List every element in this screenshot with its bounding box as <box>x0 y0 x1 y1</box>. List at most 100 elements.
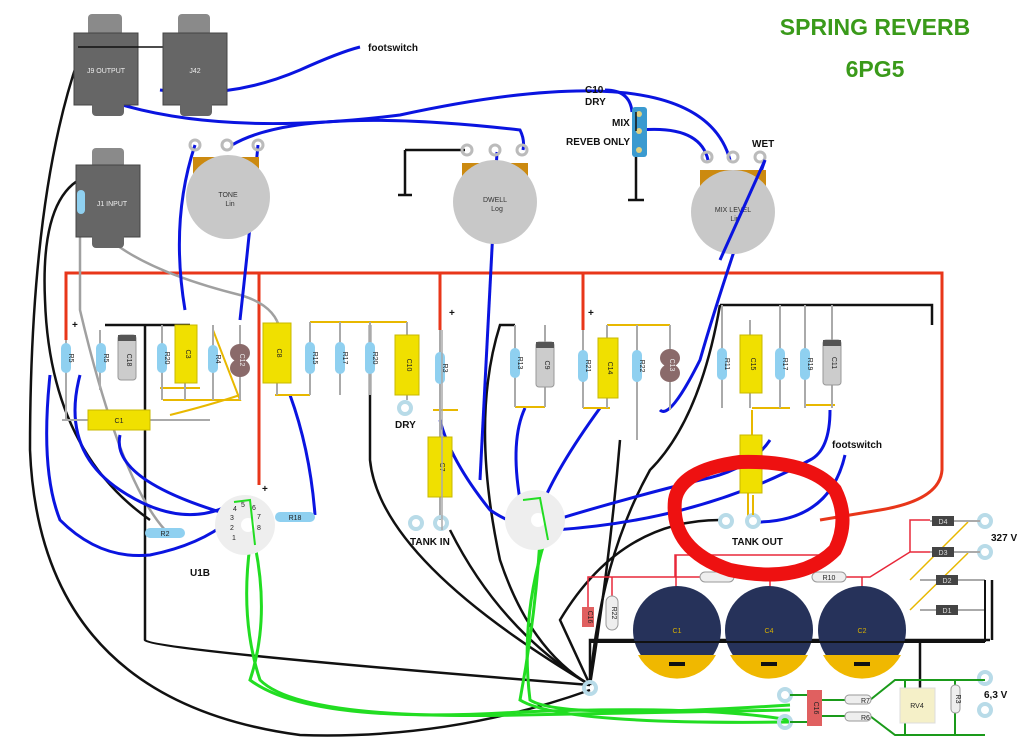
capacitor: C13 <box>660 349 680 382</box>
resistor: R19 <box>800 348 813 380</box>
svg-text:C2: C2 <box>858 628 867 635</box>
svg-text:C16: C16 <box>586 611 593 624</box>
capacitor: C7 <box>427 436 453 498</box>
capacitor: C1 <box>87 409 151 431</box>
capacitor: C8 <box>262 322 292 384</box>
capacitor: C18 <box>117 334 137 381</box>
tube-socket-u1b[interactable]: 1 2 3 4 5 6 7 8 <box>215 495 275 555</box>
switch-mix-label: MIX <box>612 118 630 129</box>
capacitor: C3 <box>174 324 198 384</box>
footswitch-label-top: footswitch <box>368 43 418 54</box>
svg-text:R19: R19 <box>806 358 813 371</box>
dry-label: DRY <box>395 420 416 431</box>
svg-text:R6: R6 <box>861 715 870 722</box>
resistor: R4 <box>208 345 221 373</box>
jack-j42[interactable]: J42 <box>162 14 228 116</box>
svg-text:R3: R3 <box>441 364 448 373</box>
pot-dwell[interactable]: DWELL Log <box>453 143 537 244</box>
svg-text:R13: R13 <box>516 357 523 370</box>
voltage-6v3-label: 6,3 V <box>984 690 1008 701</box>
diodes: D4 D3 D2 D1 <box>909 516 986 642</box>
title-line-1: SPRING REVERB <box>779 14 971 40</box>
resistors-blue: R5 R5 R20 R4 R15 R17 R20 R3 R13 R21 R22 … <box>61 342 813 538</box>
pot-dwell-label: DWELL <box>483 197 507 204</box>
svg-text:C1: C1 <box>115 418 124 425</box>
resistor-r22 <box>605 595 619 631</box>
svg-text:8: 8 <box>257 525 261 532</box>
resistor: R18 <box>275 512 315 522</box>
capacitors-film: C3 C8 C10 C7 C14 C15 C1 <box>87 322 763 498</box>
svg-text:D2: D2 <box>943 578 952 585</box>
svg-text:R17: R17 <box>341 352 348 365</box>
svg-text:C14: C14 <box>606 362 613 375</box>
resistor: R5 <box>96 343 109 373</box>
capacitor: C14 <box>597 337 619 399</box>
plus-mark: + <box>72 320 78 331</box>
annotation-circle <box>667 454 850 582</box>
svg-text:R7: R7 <box>861 698 870 705</box>
capacitor: C15 <box>739 334 763 394</box>
resistor-r10 <box>811 571 847 583</box>
terminals[interactable] <box>397 400 993 730</box>
capacitor: C11 <box>822 339 842 386</box>
svg-text:R17: R17 <box>781 358 788 371</box>
svg-text:R3: R3 <box>954 695 961 704</box>
tube-socket-u2[interactable] <box>505 490 565 550</box>
heater-jumper <box>233 498 256 546</box>
plus-mark: + <box>588 308 594 319</box>
svg-text:C11: C11 <box>830 357 837 369</box>
jack-j1-input[interactable]: J1 INPUT <box>75 148 141 248</box>
jack-j9-label: J9 OUTPUT <box>87 68 126 75</box>
resistor: R15 <box>305 342 318 374</box>
svg-text:R4: R4 <box>214 355 221 364</box>
filter-cap-c4: C4 <box>725 586 813 679</box>
mode-switch[interactable] <box>632 107 647 157</box>
pot-dwell-taper: Log <box>491 206 503 213</box>
svg-text:C12: C12 <box>238 354 245 367</box>
plus-mark: + <box>449 308 455 319</box>
svg-text:C3: C3 <box>184 350 191 359</box>
wet-label: WET <box>752 139 774 150</box>
svg-text:C9: C9 <box>543 361 550 370</box>
jack-j1-label: J1 INPUT <box>97 201 128 208</box>
jack-j9-output[interactable]: J9 OUTPUT <box>73 14 175 116</box>
pot-tone-label: TONE <box>218 192 238 199</box>
pot-tone[interactable]: TONE Lin <box>186 138 270 239</box>
resistor-r3 <box>950 684 961 714</box>
capacitors-electrolytic: C18 C9 C11 <box>117 334 842 388</box>
filter-cap-c2: C2 <box>818 586 906 679</box>
svg-text:7: 7 <box>257 514 261 521</box>
heater-wires <box>245 539 791 724</box>
power-supply: C16 R22 R10 C1 C4 C2 D4 <box>582 516 986 736</box>
resistor: R20 <box>157 343 170 373</box>
voltage-327-label: 327 V <box>991 533 1017 544</box>
resistor-r7 <box>844 694 872 705</box>
plus-mark: + <box>262 484 268 495</box>
capacitor: C9 <box>535 341 555 388</box>
resistor: R20 <box>365 342 378 374</box>
capacitor: C12 <box>230 344 250 377</box>
resistor-r1 <box>77 190 85 214</box>
resistor: R22 <box>632 350 645 382</box>
svg-text:C18: C18 <box>125 354 132 367</box>
b-plus-rail <box>64 271 944 522</box>
tank-in-label: TANK IN <box>410 537 450 548</box>
trimpot-rv4[interactable] <box>899 687 936 724</box>
svg-text:C13: C13 <box>668 359 675 372</box>
svg-text:R2: R2 <box>161 531 170 538</box>
resistor: R5 <box>61 343 74 373</box>
filter-cap-c1: C1 <box>633 586 721 679</box>
pot-mix-level[interactable]: MIX LEVEL Lin <box>691 150 775 254</box>
svg-text:C4: C4 <box>765 628 774 635</box>
svg-text:4: 4 <box>233 506 237 513</box>
resistor: R21 <box>578 350 591 382</box>
title-line-2: 6PG5 <box>845 56 905 82</box>
resistor: R17 <box>335 342 348 374</box>
svg-text:C16: C16 <box>812 702 819 715</box>
ground-wires <box>28 59 994 737</box>
svg-text:C15: C15 <box>749 358 756 371</box>
capacitors-ceramic: C12 C13 <box>230 344 680 382</box>
resistor-r6 <box>844 711 872 722</box>
